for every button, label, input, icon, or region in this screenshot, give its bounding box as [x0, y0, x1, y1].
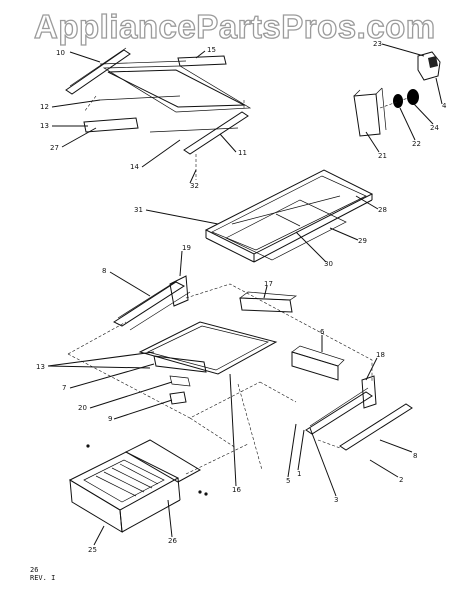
callout-20: 20	[78, 404, 87, 412]
callout-2: 2	[399, 476, 403, 484]
callout-27: 27	[50, 144, 59, 152]
callout-32: 32	[190, 182, 199, 190]
callout-8a: 8	[102, 267, 106, 275]
hinge-cap	[417, 51, 441, 81]
callout-24: 24	[430, 124, 439, 132]
callout-30: 30	[324, 260, 333, 268]
callout-15: 15	[207, 46, 216, 54]
callout-9: 9	[108, 415, 112, 423]
watermark-logo: AppliancePartsPros.com	[33, 7, 436, 45]
shelf-trim-front	[83, 117, 139, 133]
lower-right-rail	[305, 391, 373, 435]
lower-trim	[153, 355, 207, 373]
callout-11: 11	[238, 149, 247, 157]
page-footer: 26 REV. I	[30, 566, 55, 582]
callout-13b: 13	[36, 363, 45, 371]
middle-shelf-assembly	[204, 169, 374, 263]
hinge-bracket-assembly	[353, 51, 441, 137]
callout-7: 7	[62, 384, 66, 392]
callout-23: 23	[373, 40, 382, 48]
leader-lines	[47, 43, 443, 546]
callout-labels: 10 15 12 13 27 14 11 32 23 4 24 22 21 31…	[36, 40, 447, 554]
middle-shelf-frame	[204, 169, 374, 255]
callout-22: 22	[412, 140, 421, 148]
shelf-clip	[169, 391, 187, 405]
right-rail-bracket	[361, 375, 377, 409]
top-shelf-glass	[107, 69, 246, 108]
lower-shelf-assembly	[67, 275, 413, 471]
callout-18: 18	[376, 351, 385, 359]
callout-25: 25	[88, 546, 97, 554]
lower-left-rail	[112, 281, 186, 327]
callout-17: 17	[264, 280, 273, 288]
callout-28: 28	[378, 206, 387, 214]
callout-10: 10	[56, 49, 65, 57]
callout-21: 21	[378, 152, 387, 160]
callout-3: 3	[334, 496, 338, 504]
callout-1: 1	[297, 470, 301, 478]
hinge-plate	[353, 93, 381, 137]
callout-16: 16	[232, 486, 241, 494]
left-rail-bracket	[169, 275, 189, 307]
right-shelf-rail	[183, 111, 249, 155]
drawer-cover	[124, 439, 202, 483]
crisper-drawer	[68, 439, 249, 533]
callout-4: 4	[442, 102, 447, 110]
left-shelf-rail	[65, 49, 131, 95]
callout-31: 31	[134, 206, 143, 214]
callout-26: 26	[168, 537, 177, 545]
callout-5: 5	[286, 477, 290, 485]
callout-12: 12	[40, 103, 49, 111]
shelf-trim-rear	[177, 55, 227, 67]
top-shelf-assembly	[65, 47, 252, 180]
lower-shelf-glass	[138, 321, 278, 375]
callout-19: 19	[182, 244, 191, 252]
bottom-rail-2	[339, 403, 413, 451]
callout-6: 6	[320, 328, 325, 336]
revision-label: REV. I	[30, 574, 56, 582]
callout-8b: 8	[413, 452, 417, 460]
page-number: 26	[30, 566, 39, 574]
callout-14: 14	[130, 163, 139, 171]
callout-29: 29	[358, 237, 367, 245]
callout-13a: 13	[40, 122, 49, 130]
